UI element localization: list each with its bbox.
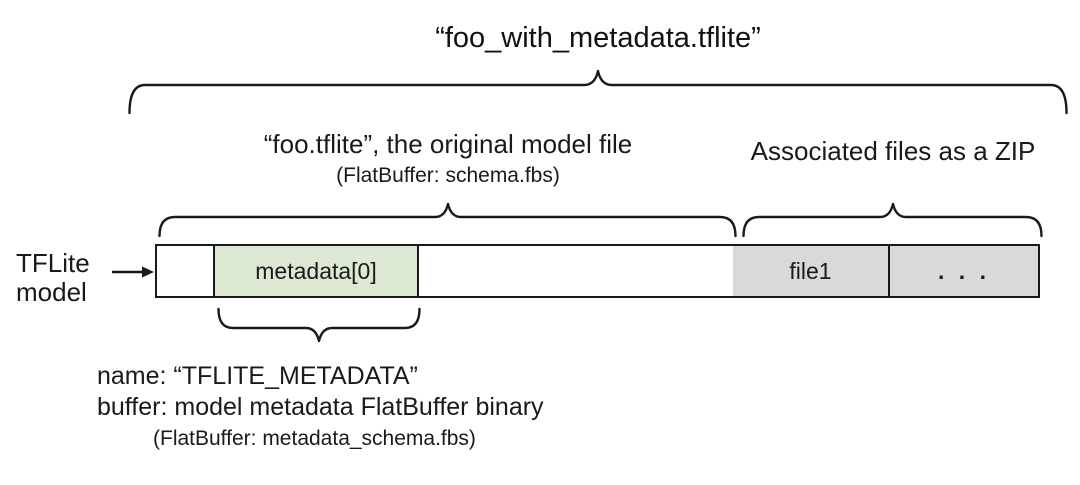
segment-file1: file1 xyxy=(733,246,888,296)
segment-model-body xyxy=(419,246,733,296)
model-file-subheading: (FlatBuffer: schema.fbs) xyxy=(336,164,560,187)
model-file-heading: “foo.tflite”, the original model file xyxy=(263,129,633,159)
arrow-right-icon xyxy=(112,265,154,284)
segment-leading-blank xyxy=(157,246,213,296)
metadata-name-line: name: “TFLITE_METADATA” xyxy=(97,362,418,390)
segment-file1-label: file1 xyxy=(789,257,832,284)
brace-whole-file xyxy=(128,68,1068,116)
zip-heading: Associated files as a ZIP xyxy=(750,136,1036,166)
brace-model-file xyxy=(158,199,737,239)
tflite-model-label: TFLite model xyxy=(16,249,116,307)
metadata-schema-line: (FlatBuffer: metadata_schema.fbs) xyxy=(153,427,476,450)
segment-metadata: metadata[0] xyxy=(213,246,419,296)
segment-more-files-label: . . . xyxy=(938,257,990,284)
file-title: “foo_with_metadata.tflite” xyxy=(435,22,761,54)
metadata-buffer-line: buffer: model metadata FlatBuffer binary xyxy=(97,393,544,421)
segment-more-files: . . . xyxy=(888,246,1038,296)
brace-zip xyxy=(742,199,1043,239)
metadata-annotation: name: “TFLITE_METADATA” buffer: model me… xyxy=(97,361,657,453)
segment-metadata-label: metadata[0] xyxy=(255,257,377,284)
tflite-model-label-line2: model xyxy=(16,277,87,307)
model-layout-bar: metadata[0] file1 . . . xyxy=(155,244,1040,298)
brace-metadata xyxy=(217,306,421,346)
tflite-model-label-line1: TFLite xyxy=(16,248,90,278)
